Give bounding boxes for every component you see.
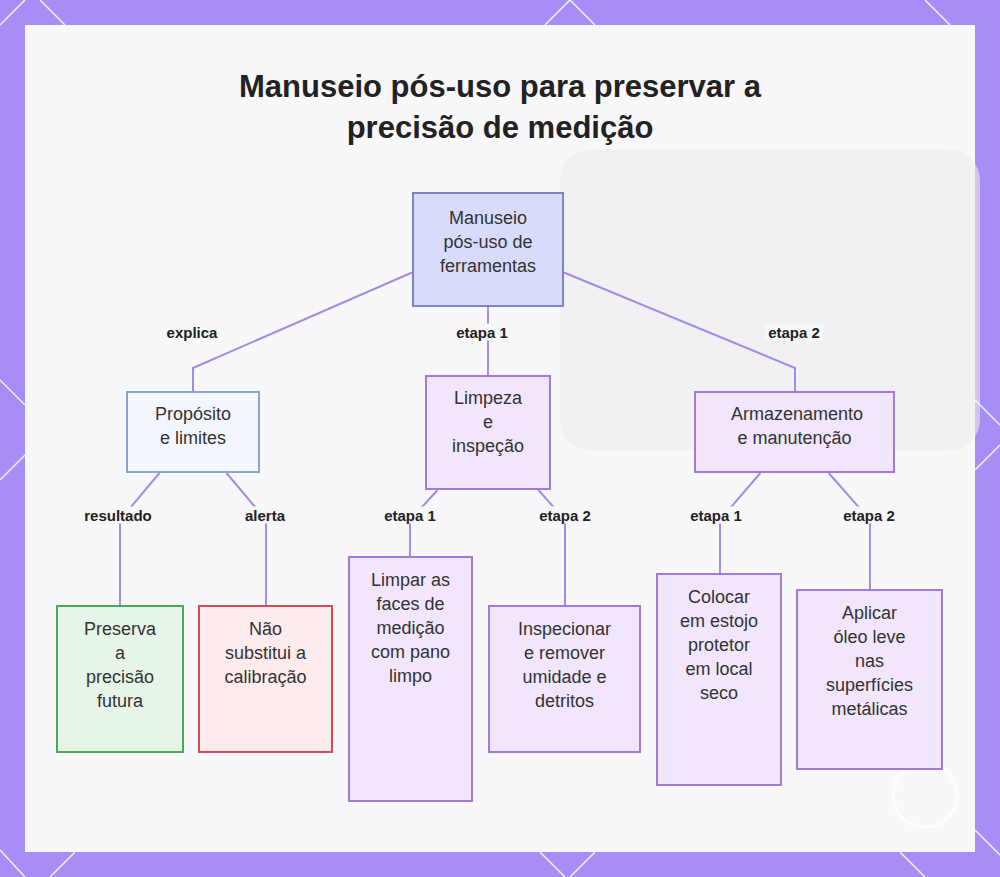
node-text: Inspecionar e remover umidade e detritos	[511, 617, 618, 713]
task-box: Colocar em estojo protetor em local seco	[656, 573, 782, 786]
diagram-title: Manuseio pós-uso para preservar a precis…	[190, 66, 810, 148]
step-box: Armazenamento e manutenção	[694, 391, 895, 473]
alert-box: Não substitui a calibração	[198, 605, 333, 753]
connector-line	[829, 473, 870, 589]
step-box: Limpeza e inspeção	[425, 375, 551, 490]
node-text: Limpar as faces de medição com pano limp…	[367, 568, 454, 688]
connector-line	[120, 473, 160, 605]
root-box: Manuseio pós-uso de ferramentas	[412, 192, 564, 307]
edge-label: resultado	[81, 507, 155, 524]
edge-label: etapa 2	[765, 324, 823, 341]
edge-label: explica	[164, 324, 221, 341]
result-box: Preserva a precisão futura	[56, 605, 184, 753]
node-text: Preserva a precisão futura	[80, 617, 160, 713]
connector-line	[564, 273, 795, 392]
connector-line	[487, 307, 489, 375]
edge-label: etapa 1	[453, 324, 511, 341]
edge-label: etapa 1	[381, 507, 439, 524]
edge-label: alerta	[242, 507, 288, 524]
purpose-box: Propósito e limites	[126, 391, 260, 473]
edge-label: etapa 2	[536, 507, 594, 524]
task-box: Aplicar óleo leve nas superfícies metáli…	[796, 589, 943, 770]
node-text: Limpeza e inspeção	[451, 386, 525, 458]
edge-label: etapa 2	[840, 507, 898, 524]
node-text: Propósito e limites	[153, 402, 233, 450]
node-text: Manuseio pós-uso de ferramentas	[436, 206, 540, 278]
node-text: Armazenamento e manutenção	[731, 402, 858, 450]
node-text: Colocar em estojo protetor em local seco	[678, 585, 760, 705]
node-text: Não substitui a calibração	[218, 617, 313, 689]
node-text: Aplicar óleo leve nas superfícies metáli…	[826, 601, 913, 721]
edge-label: etapa 1	[687, 507, 745, 524]
task-box: Inspecionar e remover umidade e detritos	[488, 605, 641, 753]
task-box: Limpar as faces de medição com pano limp…	[348, 556, 473, 802]
connector-line	[227, 473, 267, 605]
connector-line	[193, 273, 412, 392]
